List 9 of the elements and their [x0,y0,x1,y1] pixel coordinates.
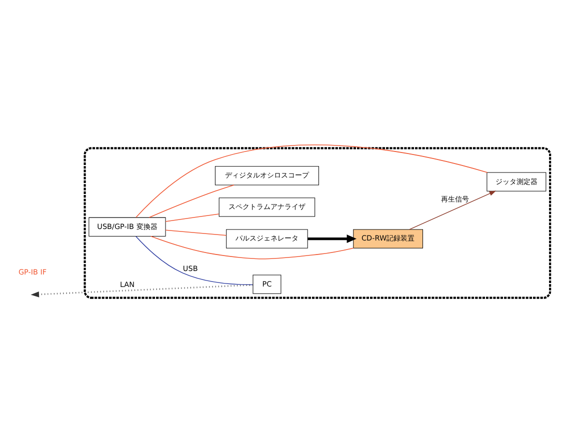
arrow [30,284,253,297]
connector [150,235,354,259]
connector [136,144,488,218]
connector [135,235,254,285]
connector [165,229,227,236]
cluster [84,146,552,298]
arrow [308,234,357,243]
arrow [409,190,496,230]
connector [165,213,220,222]
